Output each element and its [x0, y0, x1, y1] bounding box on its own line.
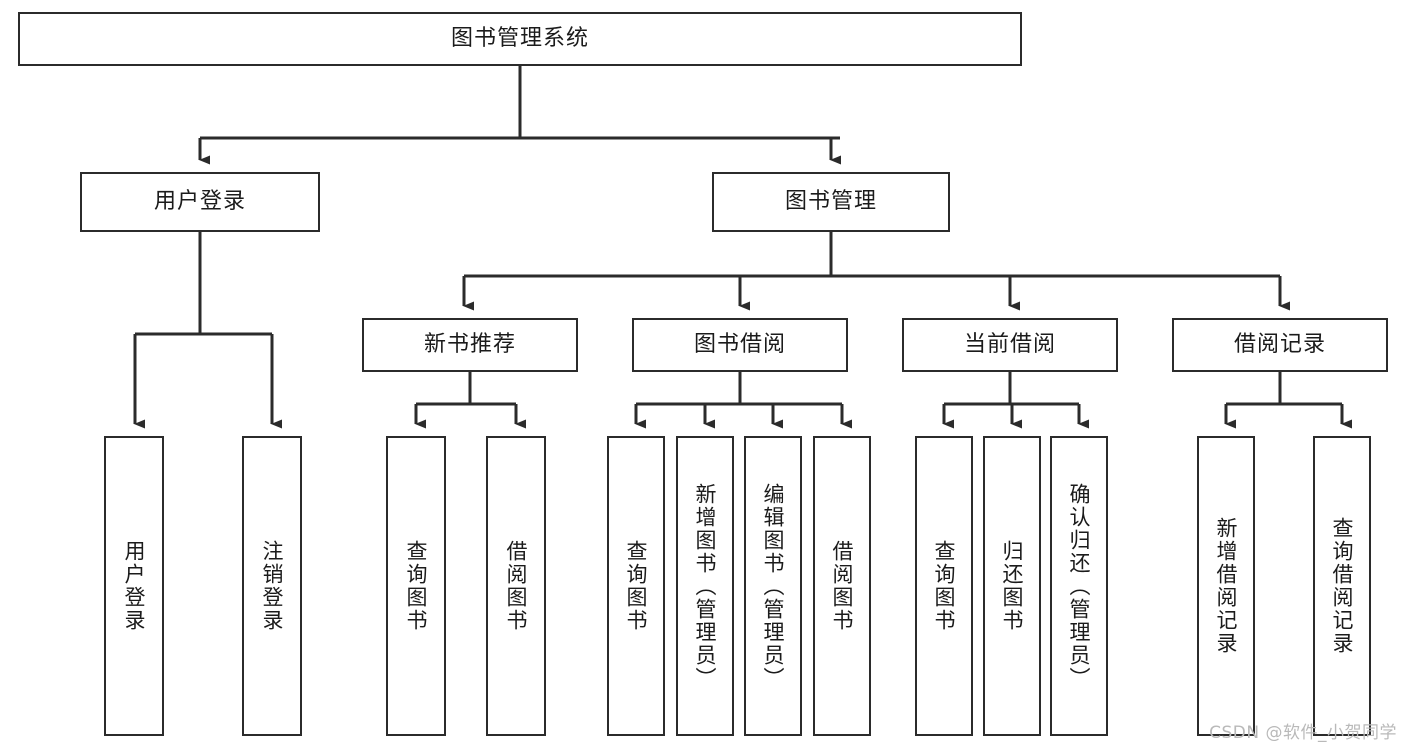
leaf-current-confirm-return[interactable]: 确认归还（管理员）: [1050, 436, 1108, 736]
node-new-book-recommend-label: 新书推荐: [423, 332, 516, 358]
leaf-borrow-query-book[interactable]: 查询图书: [607, 436, 665, 736]
leaf-user-login-label: 用户登录: [122, 540, 147, 632]
leaf-current-return-book-label: 归还图书: [1000, 540, 1025, 632]
leaf-newbook-borrow-book[interactable]: 借阅图书: [486, 436, 546, 736]
leaf-record-query[interactable]: 查询借阅记录: [1313, 436, 1371, 736]
leaf-borrow-query-book-label: 查询图书: [624, 540, 649, 632]
node-book-management-label: 图书管理: [784, 189, 877, 215]
leaf-record-query-label: 查询借阅记录: [1330, 517, 1355, 655]
leaf-current-return-book[interactable]: 归还图书: [983, 436, 1041, 736]
node-book-management[interactable]: 图书管理: [712, 172, 950, 232]
leaf-borrow-borrow-book-label: 借阅图书: [830, 540, 855, 632]
node-current-borrow[interactable]: 当前借阅: [902, 318, 1118, 372]
node-book-borrow-label: 图书借阅: [693, 332, 786, 358]
node-user-login-label: 用户登录: [153, 189, 246, 215]
node-root[interactable]: 图书管理系统: [18, 12, 1022, 66]
leaf-current-query-book-label: 查询图书: [932, 540, 957, 632]
leaf-borrow-add-book-label: 新增图书（管理员）: [693, 482, 718, 690]
node-new-book-recommend[interactable]: 新书推荐: [362, 318, 578, 372]
leaf-user-logout[interactable]: 注销登录: [242, 436, 302, 736]
csdn-watermark: CSDN @软件_小贺同学: [1209, 723, 1397, 743]
leaf-newbook-borrow-book-label: 借阅图书: [504, 540, 529, 632]
leaf-current-query-book[interactable]: 查询图书: [915, 436, 973, 736]
leaf-borrow-add-book[interactable]: 新增图书（管理员）: [676, 436, 734, 736]
leaf-newbook-query-book-label: 查询图书: [404, 540, 429, 632]
node-borrow-record-label: 借阅记录: [1233, 332, 1326, 358]
node-borrow-record[interactable]: 借阅记录: [1172, 318, 1388, 372]
node-root-label: 图书管理系统: [450, 26, 589, 52]
leaf-record-add-label: 新增借阅记录: [1214, 517, 1239, 655]
leaf-newbook-query-book[interactable]: 查询图书: [386, 436, 446, 736]
node-current-borrow-label: 当前借阅: [963, 332, 1056, 358]
node-user-login[interactable]: 用户登录: [80, 172, 320, 232]
leaf-record-add[interactable]: 新增借阅记录: [1197, 436, 1255, 736]
leaf-current-confirm-return-label: 确认归还（管理员）: [1067, 482, 1092, 690]
leaf-user-logout-label: 注销登录: [260, 540, 285, 632]
leaf-borrow-edit-book[interactable]: 编辑图书（管理员）: [744, 436, 802, 736]
node-book-borrow[interactable]: 图书借阅: [632, 318, 848, 372]
leaf-borrow-borrow-book[interactable]: 借阅图书: [813, 436, 871, 736]
leaf-borrow-edit-book-label: 编辑图书（管理员）: [761, 482, 786, 690]
leaf-user-login[interactable]: 用户登录: [104, 436, 164, 736]
